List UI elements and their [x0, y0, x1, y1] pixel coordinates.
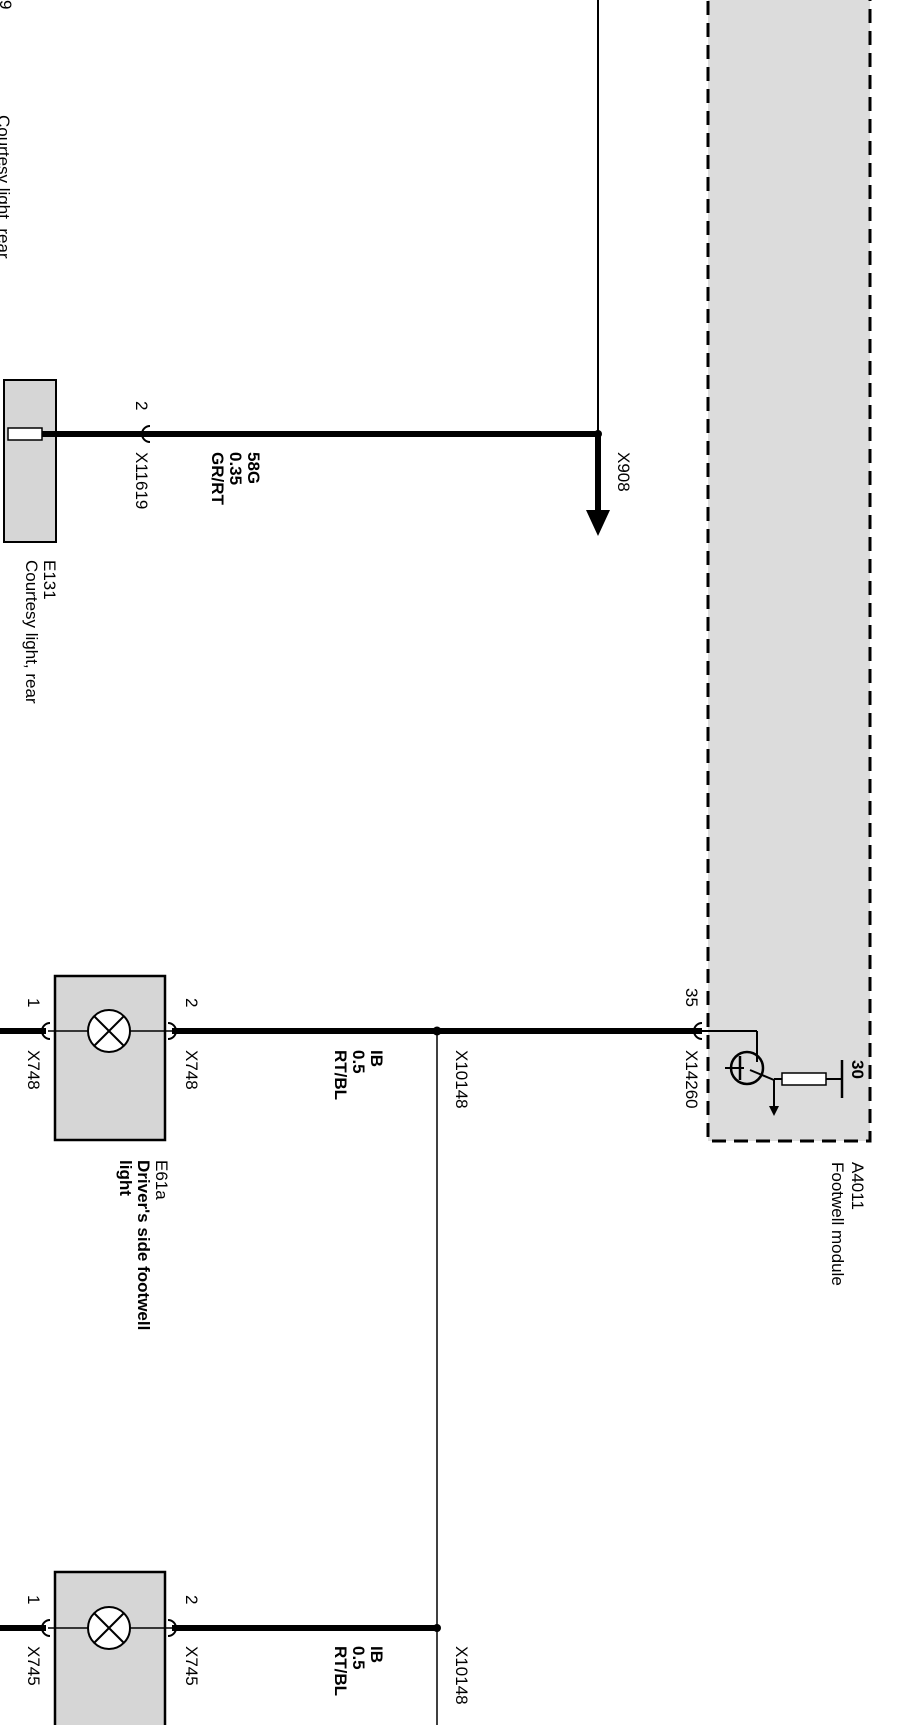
x11619-connector-symbol — [141, 425, 151, 443]
top-courtesy-text: Courtesy light, rear — [0, 115, 13, 259]
wire-58g-size: 0.35 — [226, 452, 245, 486]
e61a-id: E61a — [152, 1160, 171, 1200]
x908-arrow-head — [586, 510, 610, 536]
courtesy-light-e131-resistor — [7, 427, 43, 441]
wire-ib-code: IB — [367, 1050, 386, 1067]
x748-out-label: X748 — [24, 1050, 43, 1090]
x10148-label-2: X10148 — [452, 1646, 471, 1705]
module-ground-arrow — [769, 1106, 779, 1116]
courtesy-light-e131-box — [3, 379, 57, 543]
x908-label: X908 — [614, 452, 633, 492]
module-name: Footwell module — [828, 1162, 847, 1286]
x14260-label: X14260 — [682, 1050, 701, 1109]
e131-id: E131 — [40, 560, 59, 600]
e61b-pin-2: 2 — [182, 1595, 201, 1605]
x745-in-label: X745 — [182, 1646, 201, 1686]
e61a-pin-1: 1 — [24, 998, 43, 1008]
courtesy-light-top-box — [0, 0, 30, 15]
e61a-pin-2: 2 — [182, 998, 201, 1008]
footwell-module-box — [706, 0, 872, 1143]
x748-in-connector-symbol — [167, 1022, 177, 1040]
module-pin-35: 35 — [682, 988, 701, 1007]
wire-58g-code: 58G — [244, 452, 263, 485]
x745-out-label: X745 — [24, 1646, 43, 1686]
e61a-name-1: Driver's side footwell — [134, 1160, 153, 1331]
e61a-name-2: light — [116, 1160, 135, 1196]
x748-in-label: X748 — [182, 1050, 201, 1090]
e61a-box — [53, 974, 167, 1142]
wire-ib-2-size: 0.5 — [349, 1646, 368, 1670]
module-pin-30: 30 — [848, 1060, 867, 1079]
e61b-pin-1: 1 — [24, 1595, 43, 1605]
x11619-label: X11619 — [132, 452, 151, 510]
module-id: A4011 — [848, 1162, 867, 1210]
top-pin-label: 9 — [0, 0, 15, 9]
module-resistor — [781, 1072, 827, 1086]
wire-ib-2-color: RT/BL — [331, 1646, 350, 1697]
x10148-label: X10148 — [452, 1050, 471, 1109]
wire-58g-color: GR/RT — [208, 452, 227, 505]
transistor-collector — [749, 1069, 775, 1081]
e131-pin-label: 2 — [132, 401, 151, 411]
wire-ib-2-code: IB — [367, 1646, 386, 1663]
wire-ib-size: 0.5 — [349, 1050, 368, 1074]
e131-name: Courtesy light, rear — [22, 560, 41, 704]
lamp-icon-x2 — [93, 1015, 125, 1047]
wire-ib-color: RT/BL — [331, 1050, 350, 1101]
lamp-icon-2-x2 — [93, 1612, 125, 1644]
